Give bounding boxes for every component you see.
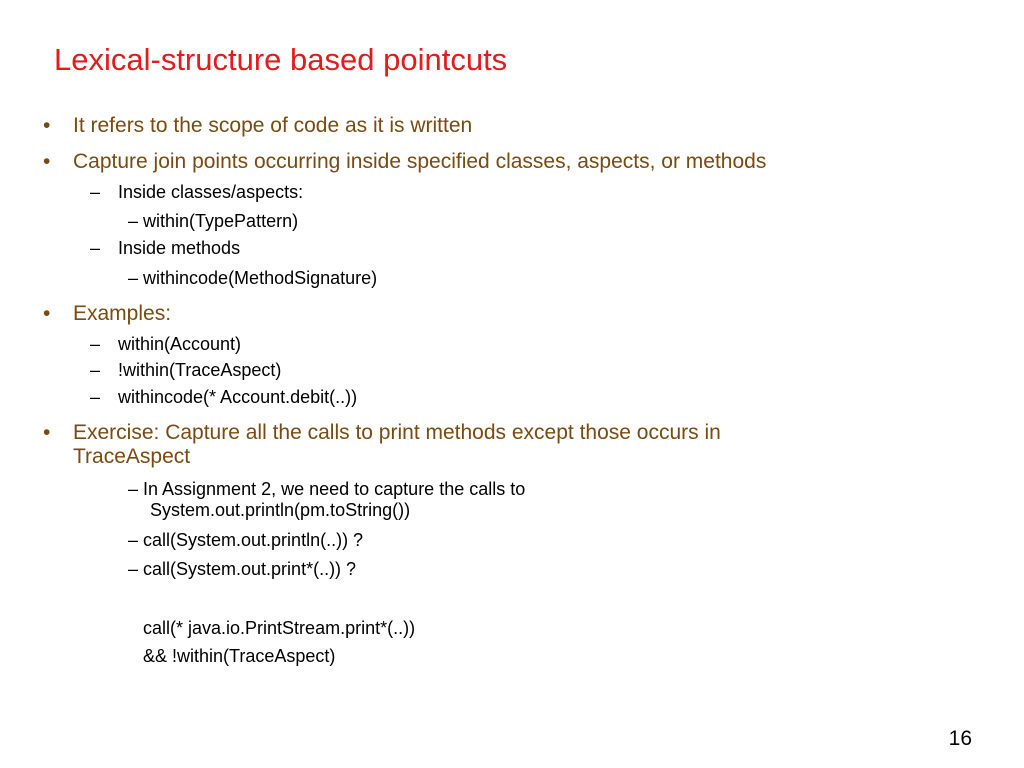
- sub-sub-item: – call(System.out.println(..)) ?: [128, 530, 364, 550]
- sub-bullet-text: Inside methods: [118, 238, 241, 258]
- bullet-marker: •: [43, 150, 51, 173]
- sub-sub-item: – call(System.out.print*(..)) ?: [128, 559, 357, 579]
- dash-marker: –: [90, 334, 101, 354]
- code-line: call(* java.io.PrintStream.print*(..)): [143, 618, 416, 638]
- dash-marker: –: [90, 182, 101, 202]
- slide-title: Lexical-structure based pointcuts: [54, 42, 508, 77]
- bullet-text: Exercise: Capture all the calls to print…: [73, 421, 721, 444]
- sub-sub-item: – In Assignment 2, we need to capture th…: [128, 479, 526, 499]
- page-number: 16: [948, 727, 972, 750]
- sub-bullet-text: withincode(* Account.debit(..)): [118, 387, 358, 407]
- sub-bullet-text: Inside classes/aspects:: [118, 182, 304, 202]
- sub-sub-item: – withincode(MethodSignature): [128, 268, 378, 288]
- sub-bullet-text: within(Account): [118, 334, 242, 354]
- bullet-marker: •: [43, 421, 51, 444]
- sub-sub-item-continuation: System.out.println(pm.toString()): [150, 500, 411, 520]
- bullet-text: It refers to the scope of code as it is …: [73, 114, 473, 137]
- bullet-text: Examples:: [73, 302, 172, 325]
- bullet-text: TraceAspect: [73, 445, 191, 468]
- sub-sub-item: – within(TypePattern): [128, 211, 299, 231]
- bullet-marker: •: [43, 114, 51, 137]
- dash-marker: –: [90, 387, 101, 407]
- code-line: && !within(TraceAspect): [143, 646, 336, 666]
- dash-marker: –: [90, 238, 101, 258]
- sub-bullet-text: !within(TraceAspect): [118, 360, 282, 380]
- dash-marker: –: [90, 360, 101, 380]
- bullet-marker: •: [43, 302, 51, 325]
- bullet-text: Capture join points occurring inside spe…: [73, 150, 767, 173]
